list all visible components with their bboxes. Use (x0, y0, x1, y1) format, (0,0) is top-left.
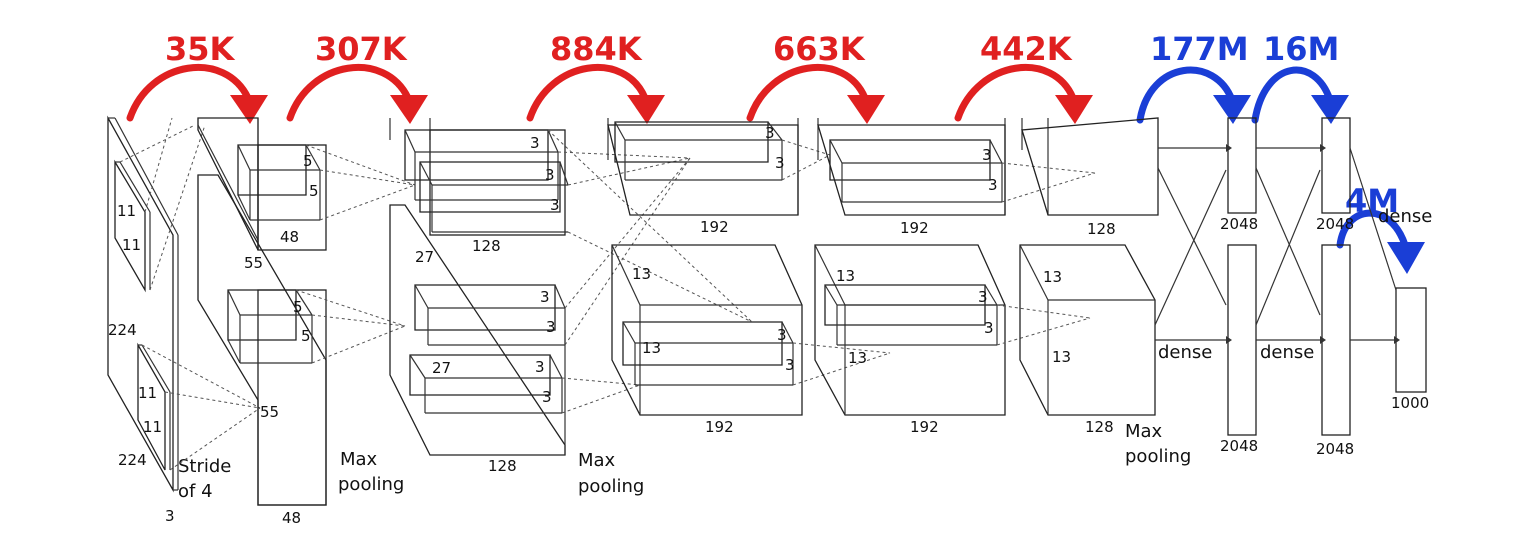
conv4-depth-bottom: 192 (910, 418, 939, 436)
input-size-horizontal: 224 (118, 451, 147, 469)
input-layer: 11 11 11 11 224 224 3 Stride of 4 (107, 115, 261, 525)
pool3-label-2: pooling (1125, 446, 1191, 467)
stride-label-1: Stride (178, 456, 231, 477)
conv5-depth-bottom: 128 (1085, 418, 1114, 436)
param-arrow-35k: 35K (126, 30, 268, 124)
fc7-bottom-block (1321, 244, 1351, 436)
conv2-kernel-1: 3 (530, 134, 540, 152)
conv1-map-size-b: 55 (260, 403, 279, 421)
conv4-kernel-1: 3 (982, 146, 992, 164)
conv1-map-size: 55 (244, 254, 263, 272)
fc6-bottom-block (1227, 244, 1257, 436)
conv2-depth-bottom: 128 (488, 457, 517, 475)
pool3-label-1: Max (1125, 421, 1163, 442)
param-arrow-884k: 884K (526, 30, 665, 124)
conv1-kernel-top-a: 5 (303, 152, 313, 170)
conv4-kernel-3: 3 (978, 288, 988, 306)
input-kernel-top-b: 11 (122, 236, 141, 254)
conv2-map-size: 27 (415, 248, 434, 266)
pool2-label-2: pooling (578, 476, 644, 497)
stride-label-2: of 4 (178, 481, 213, 502)
fc7-top-size: 2048 (1316, 215, 1354, 233)
fc7-top-block (1321, 117, 1351, 214)
conv5-layer: 128 13 13 128 Max pooling (1019, 117, 1191, 467)
conv2-layer: 3 3 3 3 3 3 3 128 27 27 128 Max pooling (389, 118, 753, 497)
param-label-884k: 884K (550, 30, 643, 68)
output-block (1395, 287, 1427, 393)
param-arrow-177m: 177M (1136, 30, 1251, 124)
dense-layers: 2048 2048 2048 2048 1000 dense dense den… (1154, 117, 1432, 458)
conv3-layer: 3 3 3 3 192 13 13 192 (607, 118, 891, 436)
conv2-kernel-5: 3 (546, 318, 556, 336)
conv3-map-a: 13 (632, 265, 651, 283)
pool2-label-1: Max (578, 450, 616, 471)
param-arrow-16m: 16M (1251, 30, 1349, 124)
conv2-kernel-7: 3 (542, 388, 552, 406)
conv2-kernel-2: 3 (545, 166, 555, 184)
conv1-kernel-bot-b: 5 (301, 327, 311, 345)
conv4-map-b: 13 (848, 349, 867, 367)
fc6-top-size: 2048 (1220, 215, 1258, 233)
conv4-kernel-2: 3 (988, 176, 998, 194)
conv3-depth-bottom: 192 (705, 418, 734, 436)
fc6-bottom-size: 2048 (1220, 437, 1258, 455)
conv4-kernel-4: 3 (984, 319, 994, 337)
conv3-map-b: 13 (642, 339, 661, 357)
conv2-kernel-3: 3 (550, 196, 560, 214)
input-depth: 3 (165, 507, 175, 525)
input-kernel-top-a: 11 (117, 202, 136, 220)
conv1-kernel-bot-a: 5 (293, 298, 303, 316)
conv1-depth-bottom: 48 (282, 509, 301, 527)
conv5-depth-top: 128 (1087, 220, 1116, 238)
input-kernel-bot-a: 11 (138, 384, 157, 402)
conv1-kernel-top-b: 5 (309, 182, 319, 200)
input-size-vertical: 224 (108, 321, 137, 339)
output-size: 1000 (1391, 394, 1429, 412)
fc7-bottom-size: 2048 (1316, 440, 1354, 458)
pool1-label-2: pooling (338, 474, 404, 495)
param-label-663k: 663K (773, 30, 866, 68)
conv3-kernel-1: 3 (765, 124, 775, 142)
param-arrows: 35K 307K 884K 663K 442K 177M (126, 30, 1425, 274)
conv5-map-a: 13 (1043, 268, 1062, 286)
fc6-top-block (1227, 117, 1257, 214)
conv3-kernel-3: 3 (777, 326, 787, 344)
conv5-map-b: 13 (1052, 348, 1071, 366)
conv1-layer: 5 5 5 5 48 55 55 48 Max pooling (197, 117, 416, 527)
param-label-16m: 16M (1263, 30, 1339, 68)
conv1-depth-top: 48 (280, 228, 299, 246)
conv2-map-size-b: 27 (432, 359, 451, 377)
param-label-4m: 4M (1345, 182, 1399, 220)
conv4-layer: 3 3 3 3 192 13 13 192 (814, 118, 1096, 436)
conv3-kernel-2: 3 (775, 154, 785, 172)
dense-label-2: dense (1260, 342, 1314, 363)
conv3-kernel-4: 3 (785, 356, 795, 374)
conv4-depth-top: 192 (900, 219, 929, 237)
param-label-35k: 35K (165, 30, 236, 68)
pool1-label-1: Max (340, 449, 378, 470)
conv4-map-a: 13 (836, 267, 855, 285)
input-kernel-bot-b: 11 (143, 418, 162, 436)
param-arrow-307k: 307K (286, 30, 428, 124)
param-arrow-4m: 4M (1336, 182, 1425, 274)
dense-label-1: dense (1158, 342, 1212, 363)
conv3-depth-top: 192 (700, 218, 729, 236)
param-arrow-442k: 442K (954, 30, 1093, 124)
dense-label-3: dense (1378, 206, 1432, 227)
conv2-depth-top: 128 (472, 237, 501, 255)
param-label-442k: 442K (980, 30, 1073, 68)
conv2-kernel-4: 3 (540, 288, 550, 306)
conv2-kernel-6: 3 (535, 358, 545, 376)
param-label-177m: 177M (1150, 30, 1249, 68)
param-label-307k: 307K (315, 30, 408, 68)
param-arrow-663k: 663K (746, 30, 885, 124)
